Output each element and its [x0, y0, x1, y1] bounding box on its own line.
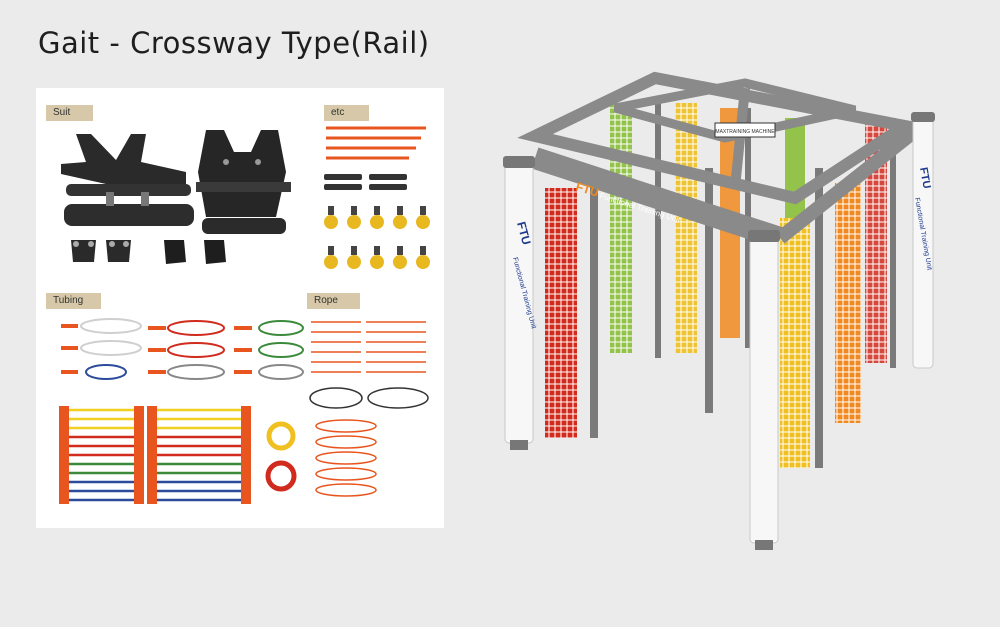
tubing-image	[59, 318, 304, 504]
accessories-panel: Suit etc Tubing Rope	[36, 88, 444, 528]
suit-harness-image	[61, 130, 291, 264]
section-tag-rope: Rope	[307, 293, 360, 309]
pulley-label: MAXTRAINING MACHINE	[715, 129, 775, 135]
section-tag-suit: Suit	[46, 105, 93, 121]
ftu-frame-image: MAXTRAINING MACHINE FTU Functional Train…	[503, 71, 935, 550]
beam-brand: FTU	[574, 179, 600, 199]
rope-image	[309, 321, 429, 497]
pillar-brand-right: FTU	[917, 166, 933, 189]
section-tag-tubing: Tubing	[46, 293, 101, 309]
pillar-brand-left: FTU	[514, 220, 534, 246]
page-title: Gait - Crossway Type(Rail)	[38, 26, 430, 60]
etc-accessories-image	[324, 126, 430, 269]
section-tag-etc: etc	[324, 105, 369, 121]
